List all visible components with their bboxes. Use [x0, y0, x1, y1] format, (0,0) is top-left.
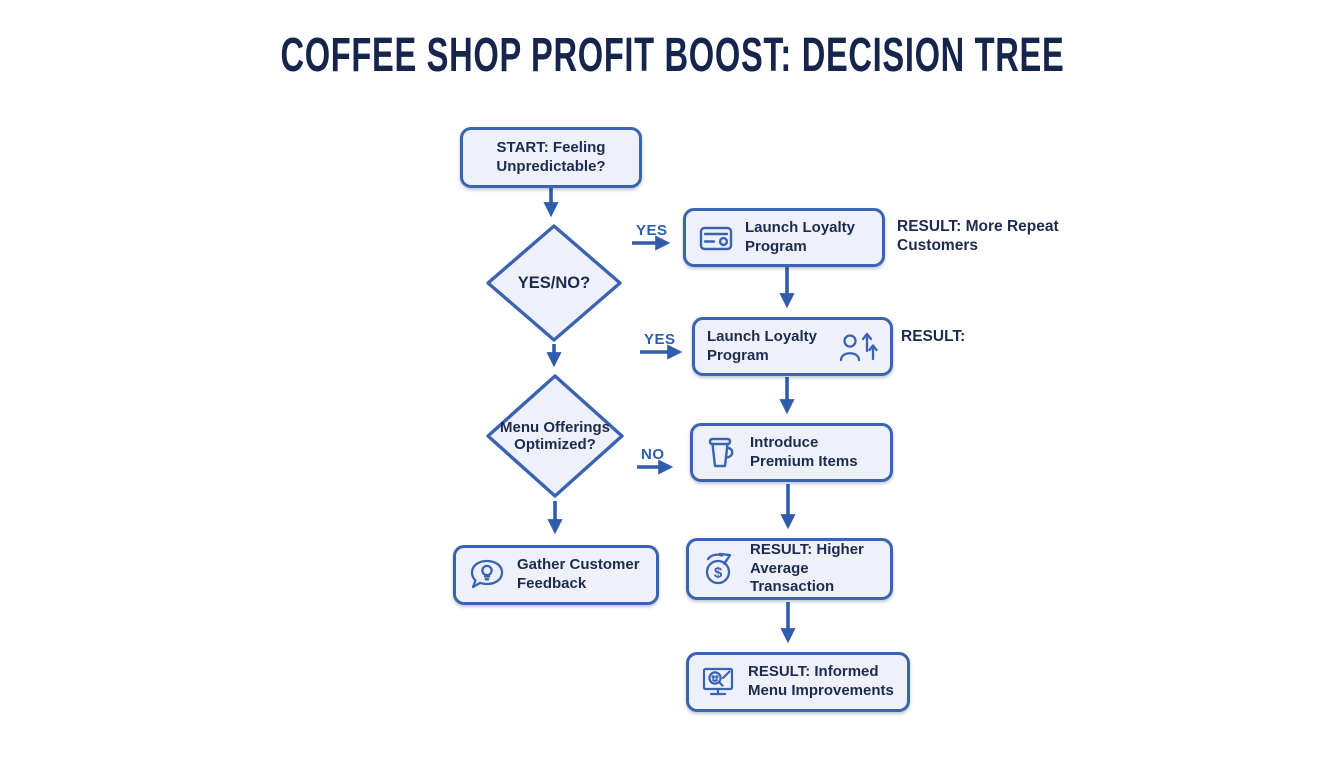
node-decision-menu-optimized-label: Menu Offerings Optimized?: [499, 419, 610, 453]
customer-growth-icon: [838, 329, 878, 365]
node-launch-loyalty-program-2: Launch Loyalty Program: [692, 317, 893, 376]
node-label: RESULT: Higher Average Transaction: [750, 540, 864, 596]
node-decision-menu-optimized: Menu Offerings Optimized?: [484, 372, 626, 500]
diamond-shape: [486, 224, 622, 342]
node-result-higher-average-transaction: $ RESULT: Higher Average Transaction: [686, 538, 893, 600]
node-label: RESULT: Informed Menu Improvements: [748, 663, 894, 699]
node-label: Gather Customer Feedback: [517, 556, 640, 592]
svg-text:$: $: [714, 565, 723, 582]
edge-label-yes-1: YES: [636, 222, 668, 239]
diamond-shape: [486, 374, 624, 498]
feedback-bulb-icon: [468, 558, 506, 592]
result-more-repeat-customers: RESULT: More Repeat Customers: [897, 218, 1059, 255]
node-start-label: START: Feeling Unpredictable?: [496, 138, 606, 175]
insights-screen-icon: [701, 665, 737, 699]
edge-label-yes-2: YES: [644, 331, 676, 348]
node-decision-yes-no: YES/NO?: [484, 222, 624, 344]
node-label: Introduce Premium Items: [750, 433, 858, 470]
node-launch-loyalty-program-1: Launch Loyalty Program: [683, 208, 885, 267]
node-label: Launch Loyalty Program: [745, 218, 856, 255]
node-gather-customer-feedback: Gather Customer Feedback: [453, 545, 659, 605]
loyalty-card-icon: [698, 223, 734, 253]
dollar-growth-icon: $: [701, 550, 739, 588]
node-decision-yes-no-label: YES/NO?: [517, 273, 591, 292]
node-result-informed-menu-improvements: RESULT: Informed Menu Improvements: [686, 652, 910, 712]
node-label: Launch Loyalty Program: [707, 327, 818, 364]
edge-label-no-1: NO: [641, 446, 665, 463]
result-blank: RESULT:: [901, 328, 966, 345]
page-title: COFFEE SHOP PROFIT BOOST: DECISION TREE: [280, 29, 1064, 82]
node-start: START: Feeling Unpredictable?: [460, 127, 642, 188]
coffee-cup-icon: [705, 435, 739, 471]
node-introduce-premium-items: Introduce Premium Items: [690, 423, 893, 482]
